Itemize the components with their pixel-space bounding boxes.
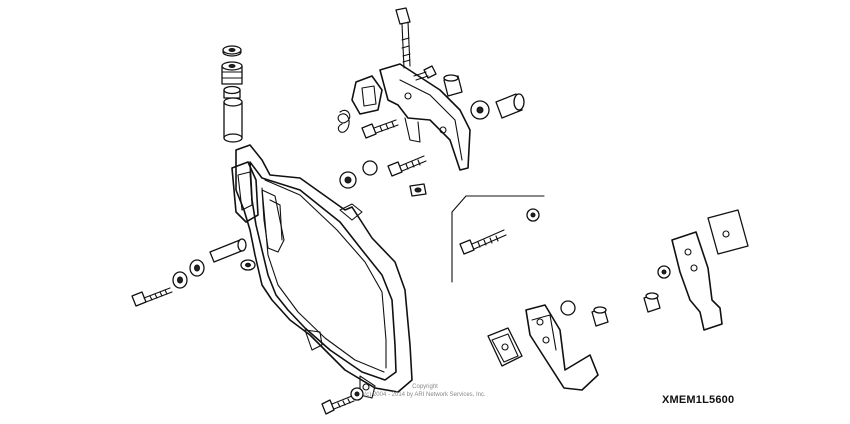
- diagram-code-label: XMEM1L5600: [662, 394, 735, 406]
- left-hinge-hardware: [131, 238, 256, 307]
- reflector-assembly: [459, 208, 749, 391]
- bottom-bolt: [321, 387, 364, 415]
- hinge-pin-stack: [221, 45, 243, 143]
- copyright-notice: Copyright (c) 2004 - 2014 by ARI Network…: [330, 383, 520, 399]
- copyright-line-2: (c) 2004 - 2014 by ARI Network Services,…: [364, 392, 486, 398]
- main-frame: [231, 144, 413, 399]
- latch-bracket-assembly: [337, 7, 525, 197]
- copyright-line-1: Copyright: [412, 384, 438, 390]
- inset-frame-line: [451, 195, 545, 283]
